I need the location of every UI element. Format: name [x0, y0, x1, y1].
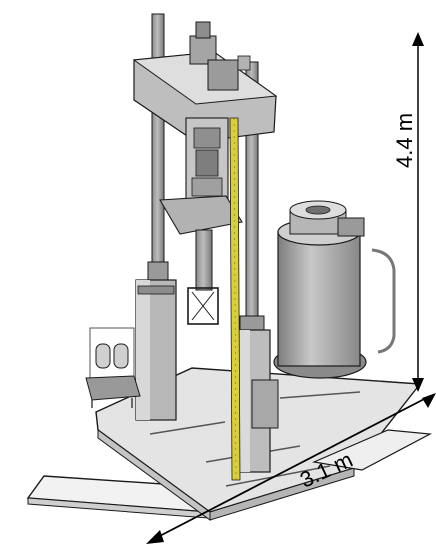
hydraulic-unit	[85, 327, 141, 408]
width-dimension-arrow	[146, 393, 436, 544]
height-dimension-arrow	[412, 32, 424, 392]
furnace-vessel	[273, 200, 396, 379]
base-slots	[149, 391, 361, 487]
right-column	[237, 61, 279, 473]
upper-crosshead	[132, 21, 278, 143]
base-plate-right	[311, 429, 433, 471]
measuring-tape	[229, 117, 241, 481]
load-string	[159, 117, 243, 325]
height-dimension-label: 4.4 m	[392, 112, 417, 168]
